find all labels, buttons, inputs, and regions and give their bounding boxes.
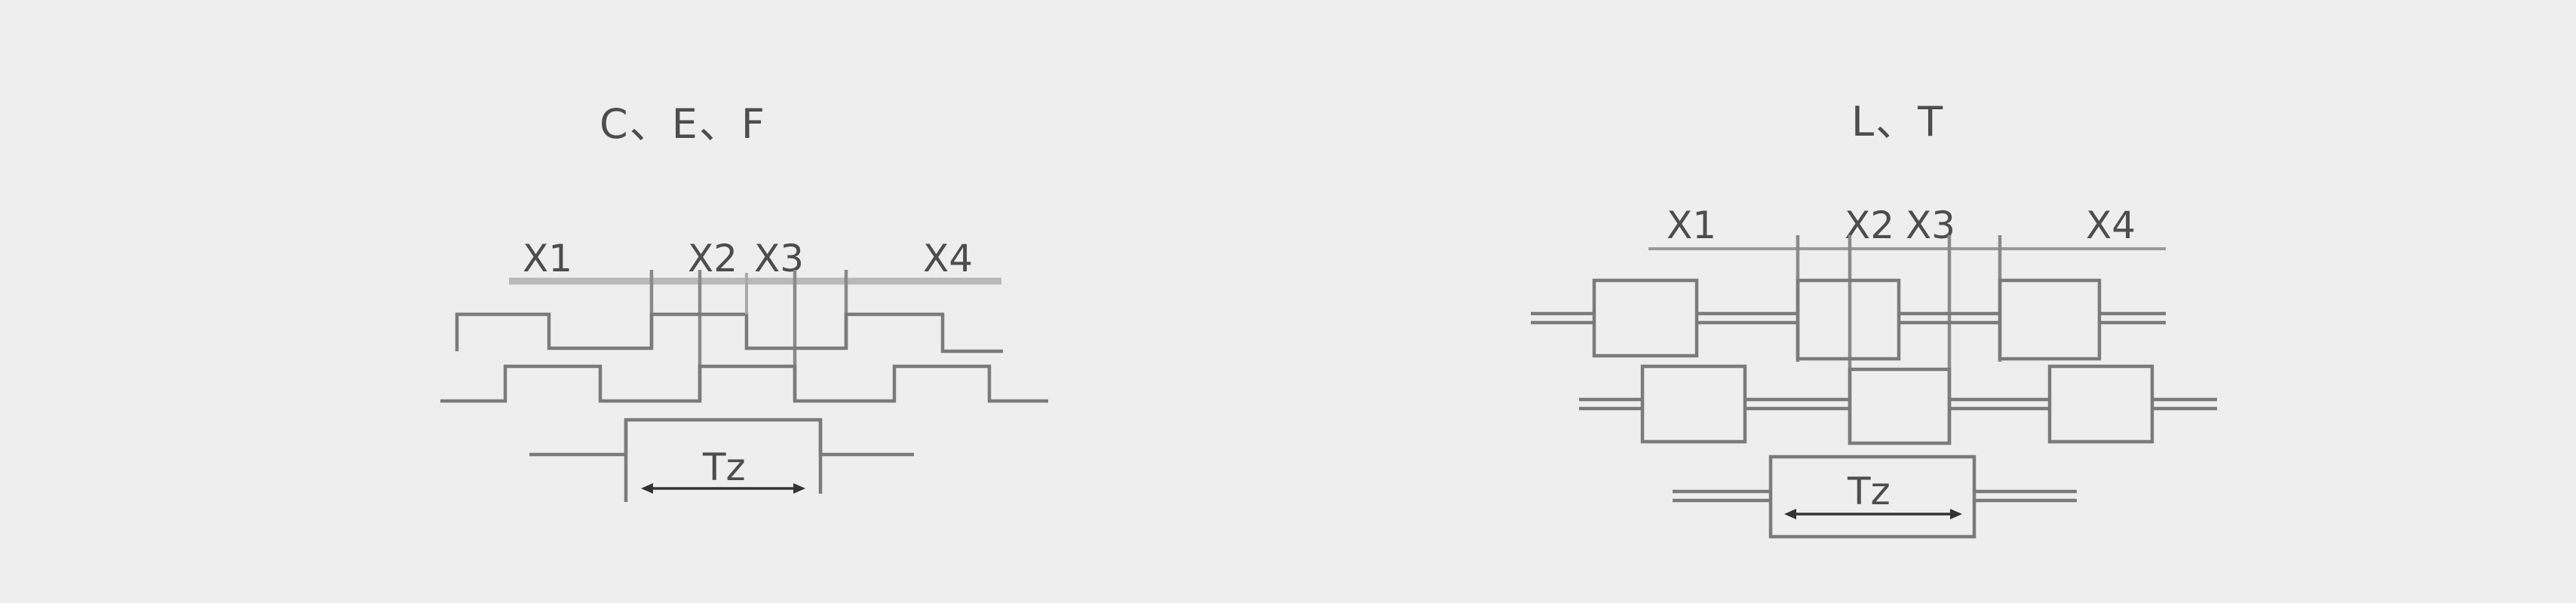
arrowhead-left-icon bbox=[1784, 509, 1796, 519]
interval-tz-label: Tz bbox=[702, 445, 746, 489]
signal-a-waveform bbox=[1531, 278, 2166, 361]
diagram-cef-title: C、E、F bbox=[600, 100, 766, 148]
marker-x3-label: X3 bbox=[1906, 204, 1955, 247]
diagram-cef: C、E、F X1 X2 X3 X4 Tz bbox=[440, 100, 1048, 502]
marker-x1-label: X1 bbox=[1667, 204, 1716, 247]
signal-b-waveform bbox=[1579, 364, 2217, 445]
diagram-lt-title: L、T bbox=[1851, 98, 1944, 145]
arrowhead-left-icon bbox=[641, 483, 653, 494]
signal-a-waveform bbox=[455, 312, 1003, 354]
diagram-lt: L、T X1 X2 X3 X4 bbox=[1531, 98, 2217, 539]
marker-x4-label: X4 bbox=[2086, 204, 2136, 247]
output-pulse-waveform bbox=[1673, 455, 2077, 539]
signal-b-waveform bbox=[440, 364, 1048, 403]
marker-x4-label: X4 bbox=[923, 237, 973, 280]
output-pulse-waveform bbox=[529, 418, 914, 457]
marker-x1-label: X1 bbox=[523, 237, 572, 280]
interval-tz-label: Tz bbox=[1847, 470, 1891, 513]
arrowhead-right-icon bbox=[793, 483, 805, 494]
arrowhead-right-icon bbox=[1950, 509, 1962, 519]
marker-x2-label: X2 bbox=[688, 237, 738, 280]
marker-x2-label: X2 bbox=[1845, 204, 1894, 247]
